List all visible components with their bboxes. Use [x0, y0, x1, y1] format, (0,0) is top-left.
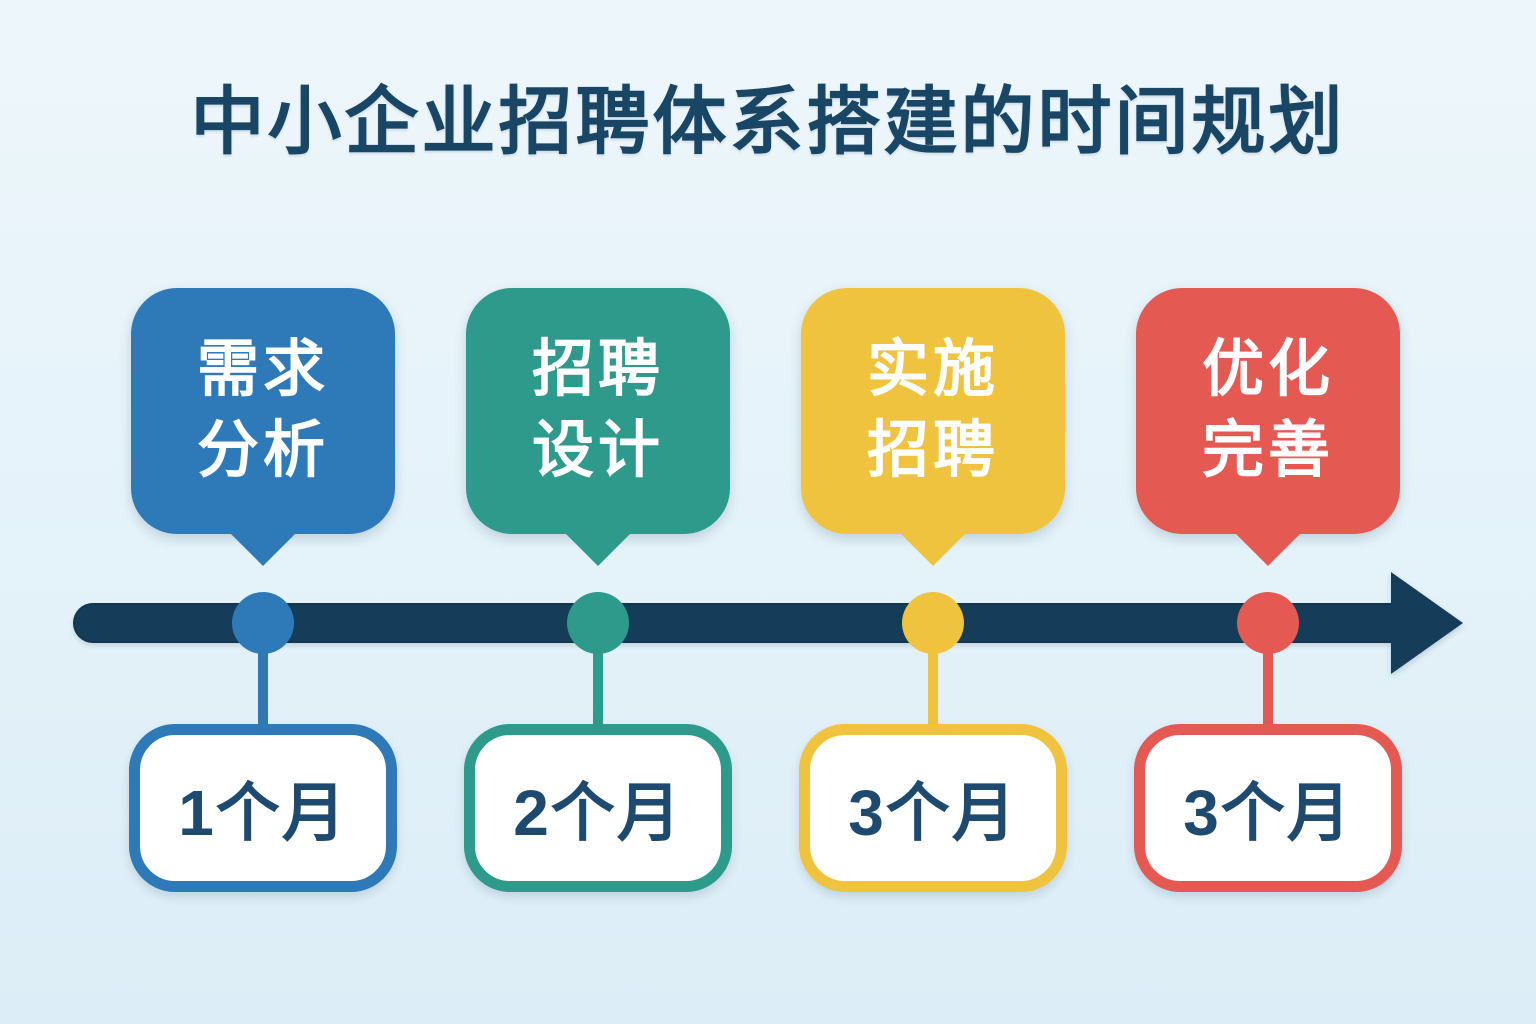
stage-label-line1: 需求 [196, 335, 329, 405]
stage-column-optimize-improve: 优化 完善 3个月 [1134, 0, 1402, 1024]
stage-label-line2: 设计 [531, 416, 664, 485]
stage-label: 招聘 设计 [532, 330, 664, 491]
duration-label: 2个月 [513, 777, 683, 849]
duration-box: 2个月 [464, 724, 732, 892]
connector-stem [258, 650, 268, 728]
duration-box: 1个月 [129, 724, 397, 892]
stage-column-requirements-analysis: 需求 分析 1个月 [129, 0, 397, 1024]
bubble-tail [1234, 532, 1302, 566]
stage-label-line2: 分析 [196, 416, 329, 485]
stage-column-recruitment-design: 招聘 设计 2个月 [464, 0, 732, 1024]
stage-label: 优化 完善 [1202, 330, 1334, 491]
duration-box: 3个月 [799, 724, 1067, 892]
page-title: 中小企业招聘体系搭建的时间规划 [190, 80, 1346, 163]
timeline-dot [902, 592, 964, 654]
stage-bubble: 优化 完善 [1136, 288, 1400, 534]
stage-label-line2: 完善 [1201, 416, 1334, 485]
bubble-tail [564, 532, 632, 566]
stage-label-line1: 实施 [866, 335, 999, 405]
duration-label: 3个月 [1183, 777, 1353, 849]
stage-label-line1: 优化 [1201, 335, 1334, 405]
stage-label-line2: 招聘 [866, 416, 999, 485]
stage-label-line1: 招聘 [531, 335, 664, 405]
timeline-arrow-icon [1391, 572, 1463, 674]
stage-bubble: 招聘 设计 [466, 288, 730, 534]
stage-bubble: 需求 分析 [131, 288, 395, 534]
stage-bubble: 实施 招聘 [801, 288, 1065, 534]
stage-label: 实施 招聘 [867, 330, 999, 491]
connector-stem [928, 650, 938, 728]
bubble-tail [899, 532, 967, 566]
stage-label: 需求 分析 [197, 330, 329, 491]
duration-label: 1个月 [178, 777, 348, 849]
duration-label: 3个月 [848, 777, 1018, 849]
duration-box: 3个月 [1134, 724, 1402, 892]
connector-stem [1263, 650, 1273, 728]
connector-stem [593, 650, 603, 728]
stage-column-implement-recruiting: 实施 招聘 3个月 [799, 0, 1067, 1024]
timeline-dot [567, 592, 629, 654]
timeline-dot [232, 592, 294, 654]
timeline-dot [1237, 592, 1299, 654]
bubble-tail [229, 532, 297, 566]
